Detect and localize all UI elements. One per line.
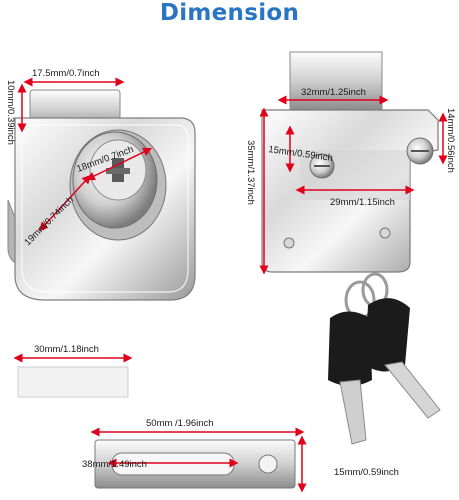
label-latch-top-width: 32mm/1.25inch (301, 87, 366, 98)
page-title: Dimension (159, 0, 300, 26)
label-strike-length: 50mm /1.96inch (146, 418, 214, 429)
label-lock-top-width: 17.5mm/0.7inch (32, 68, 100, 79)
label-lock-left-height: 10mm/0.39inch (5, 80, 16, 145)
key-icon (328, 272, 441, 445)
label-strike-height: 15mm/0.59inch (334, 467, 399, 478)
adhesive-pad (17, 366, 129, 398)
label-latch-total-height: 35mm/1.37inch (245, 140, 256, 205)
cabinet-lock (7, 89, 196, 301)
label-latch-plate-width: 29mm/1.15inch (330, 197, 395, 208)
glass-door-latch (261, 51, 439, 273)
label-latch-right-height: 14mm/0.56inch (445, 108, 456, 173)
label-pad-width: 30mm/1.18inch (34, 344, 99, 355)
label-strike-slot: 38mm/1.49inch (82, 459, 147, 470)
